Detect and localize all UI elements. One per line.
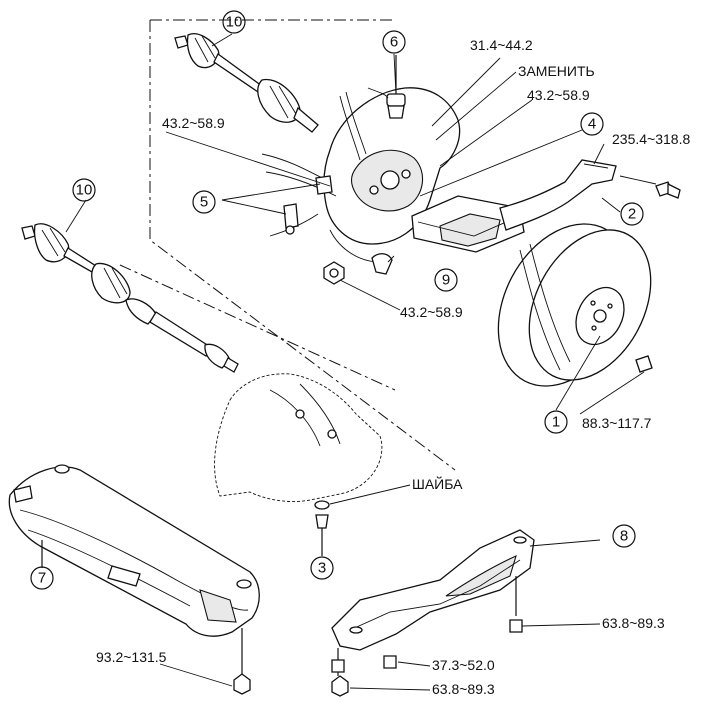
torque-label-31-44: 31.4~44.2 — [470, 37, 533, 53]
callout-7: 7 — [30, 566, 54, 590]
callout-8-text: 8 — [620, 528, 628, 545]
upper-drive-shaft — [174, 33, 319, 133]
callout-5: 5 — [192, 190, 216, 214]
callout-9: 9 — [434, 268, 458, 292]
phantom-lines — [119, 19, 456, 471]
torque-label-88-117: 88.3~117.7 — [582, 415, 652, 431]
bracket-2 — [499, 159, 681, 231]
torque-label-43-58-left: 43.2~58.9 — [162, 115, 225, 131]
torque-label-37-52: 37.3~52.0 — [432, 657, 495, 673]
callout-8: 8 — [612, 524, 636, 548]
replace-note: ЗАМЕНИТЬ — [518, 63, 595, 79]
skid-plate-4 — [411, 195, 525, 253]
washer-bolt-3 — [314, 500, 330, 556]
wheel-1 — [497, 223, 653, 387]
callout-5-text: 5 — [200, 194, 208, 211]
torque-label-93-131: 93.2~131.5 — [96, 649, 167, 665]
callout-6-text: 6 — [390, 34, 398, 51]
transaxle-housing — [323, 87, 461, 263]
callout-10-upper-text: 10 — [226, 14, 243, 31]
washer-note: ШАЙБА — [412, 475, 463, 492]
torque-label-63-89-lower: 63.8~89.3 — [432, 681, 495, 697]
torque-label-63-89-upper: 63.8~89.3 — [602, 615, 665, 631]
callout-9-text: 9 — [442, 272, 450, 289]
crossmember-8 — [331, 529, 535, 697]
callout-4: 4 — [580, 112, 604, 136]
leader-lines — [65, 33, 657, 691]
torque-label-43-58-bottom: 43.2~58.9 — [400, 304, 463, 320]
lower-drive-shaft — [21, 223, 239, 373]
callout-2-text: 2 — [628, 206, 636, 223]
torque-label-43-58-right: 43.2~58.9 — [527, 87, 590, 103]
callout-10-lower: 10 — [72, 178, 96, 202]
bolt-9 — [323, 253, 393, 285]
callout-1-text: 1 — [552, 414, 560, 431]
callout-1: 1 — [544, 410, 568, 434]
callout-2: 2 — [620, 202, 644, 226]
callout-7-text: 7 — [38, 570, 46, 587]
crossmember-7 — [8, 464, 260, 695]
linkage-5 — [261, 153, 337, 237]
mount-6 — [367, 55, 406, 119]
callout-6: 6 — [382, 30, 406, 54]
callout-10-lower-text: 10 — [76, 182, 93, 199]
engine-block — [214, 373, 383, 503]
callout-3: 3 — [310, 556, 334, 580]
callout-4-text: 4 — [588, 116, 596, 133]
callout-10-upper: 10 — [222, 10, 246, 34]
torque-label-235-318: 235.4~318.8 — [612, 131, 690, 147]
callout-3-text: 3 — [318, 560, 326, 577]
